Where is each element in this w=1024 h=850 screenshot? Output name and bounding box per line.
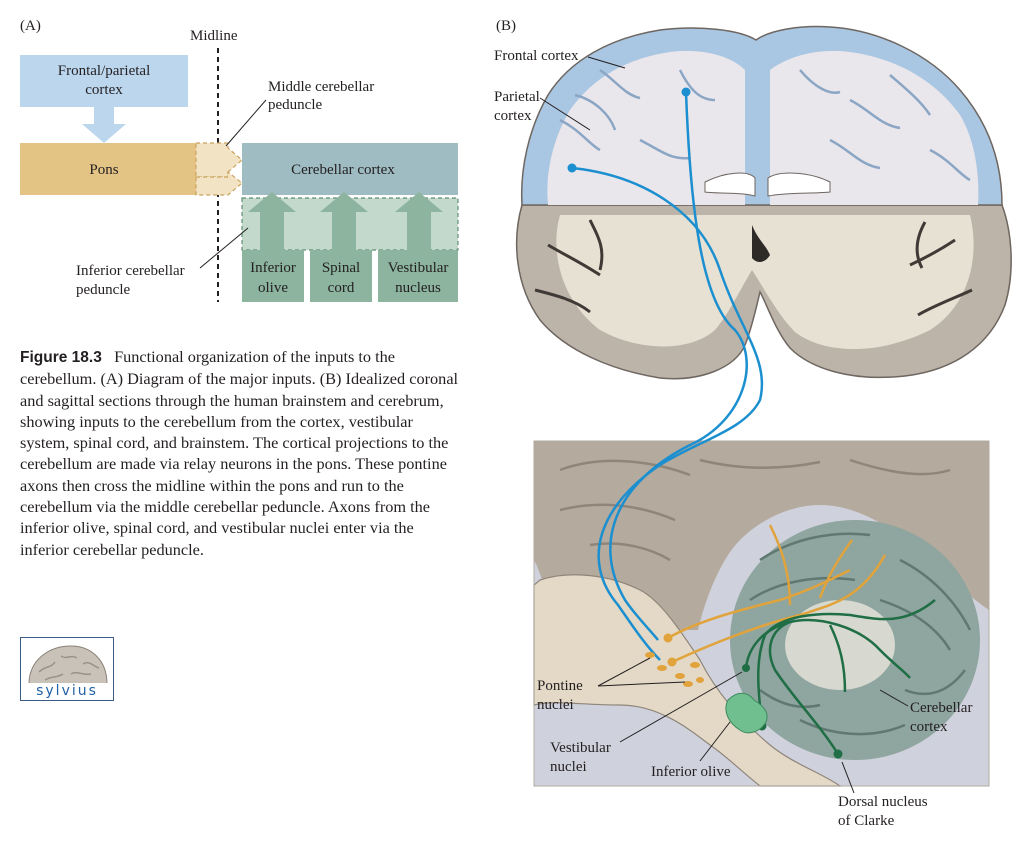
middle-peduncle-label-line2: peduncle bbox=[268, 97, 322, 113]
pontine-nuclei-leader-2 bbox=[597, 681, 686, 687]
cerebellar-cortex-b-label-line2: cortex bbox=[910, 719, 948, 735]
olive-tract bbox=[757, 599, 936, 727]
parietal-cortex-leader bbox=[539, 97, 591, 131]
pontine-tract-origin-2 bbox=[667, 657, 677, 667]
pontine-tract-4 bbox=[818, 539, 854, 599]
frontal-parietal-label-line2: cortex bbox=[85, 82, 123, 98]
cerebellar-cortex-box bbox=[242, 143, 458, 195]
inferior-olive-label-line2: olive bbox=[258, 280, 288, 296]
cerebrum-sagittal bbox=[534, 441, 989, 630]
frontal-tract bbox=[609, 91, 748, 641]
coronal-sulci bbox=[559, 68, 971, 182]
middle-peduncle-leader bbox=[225, 99, 267, 147]
parietal-cortex-label: Parietal bbox=[494, 89, 540, 105]
olive-arrow bbox=[248, 192, 296, 250]
midline-label: Midline bbox=[190, 28, 238, 44]
panel-a-label: (A) bbox=[20, 18, 41, 34]
dorsal-nucleus-label-line2: of Clarke bbox=[838, 813, 895, 829]
brainstem bbox=[533, 574, 842, 787]
brain-icon bbox=[21, 638, 113, 684]
clarke-tract-origin bbox=[833, 749, 843, 759]
parietal-tract-origin bbox=[567, 163, 577, 173]
parietal-tract bbox=[571, 166, 764, 661]
inferior-peduncle-label: Inferior cerebellar bbox=[76, 263, 185, 279]
spinal-cord-label: Spinal bbox=[322, 260, 360, 276]
spinal-cord-label-line2: cord bbox=[328, 280, 355, 296]
figure-caption: Figure 18.3 Functional organization of t… bbox=[20, 346, 460, 560]
figure-number: Figure 18.3 bbox=[20, 349, 102, 366]
cerebrum-sagittal-folds bbox=[559, 458, 951, 562]
coronal-section bbox=[515, 25, 1012, 380]
vestibular-nucleus-label: Vestibular bbox=[388, 260, 449, 276]
lateral-ventricle bbox=[704, 172, 831, 197]
coronal-white-matter bbox=[556, 215, 974, 350]
sylvius-logo[interactable]: sylvius bbox=[20, 637, 114, 701]
vestibular-nuclei-label: Vestibular bbox=[550, 740, 611, 756]
pontine-nuclei-label: Pontine bbox=[537, 678, 583, 694]
parietal-cortex-label-line2: cortex bbox=[494, 108, 532, 124]
pontine-tract-2 bbox=[671, 554, 887, 664]
frontal-cortex-label: Frontal cortex bbox=[494, 48, 579, 64]
caption-text: Functional organization of the inputs to… bbox=[20, 347, 459, 559]
middle-peduncle-arrow-2 bbox=[195, 170, 243, 196]
vestibular-nucleus-label-line2: nucleus bbox=[395, 280, 441, 296]
panel-b-label: (B) bbox=[496, 18, 516, 34]
inferior-olive-label: Inferior bbox=[250, 260, 296, 276]
vestibular-nuclei-leader bbox=[619, 671, 743, 743]
cerebellar-cortex-label: Cerebellar cortex bbox=[291, 162, 395, 178]
pons-label: Pons bbox=[89, 162, 118, 178]
inferior-peduncle-leader bbox=[199, 227, 249, 269]
gray-sulci bbox=[534, 219, 973, 317]
vestibular-tract-origin bbox=[742, 664, 750, 672]
pontine-tract-origin-1 bbox=[663, 633, 673, 643]
middle-peduncle-label: Middle cerebellar bbox=[268, 79, 374, 95]
spinal-arrow bbox=[320, 192, 368, 250]
vestibular-arrow bbox=[395, 192, 443, 250]
cortical-tracts bbox=[571, 91, 764, 661]
third-ventricle bbox=[752, 225, 770, 262]
middle-peduncle-arrow bbox=[195, 142, 243, 178]
cerebellar-folia bbox=[749, 532, 972, 736]
inferior-peduncle-tracts bbox=[744, 599, 936, 755]
pons-box bbox=[20, 143, 190, 195]
vestibular-nuclei-label-line2: nuclei bbox=[550, 759, 587, 775]
frontal-cortex-leader bbox=[587, 56, 626, 69]
inferior-olive-shape bbox=[725, 692, 768, 734]
frontal-tract-origin bbox=[681, 87, 691, 97]
spinal-cord-box bbox=[310, 250, 372, 302]
inferior-olive-b-leader bbox=[699, 721, 731, 762]
panel-b-illustration: (B) bbox=[494, 18, 1012, 829]
pontine-nuclei-dots bbox=[645, 652, 704, 687]
frontal-parietal-box bbox=[20, 55, 188, 107]
cerebellar-cortex-b-label: Cerebellar bbox=[910, 700, 972, 716]
cortex-to-pons-arrow bbox=[82, 107, 126, 143]
vestibular-nucleus-box bbox=[378, 250, 458, 302]
pontine-nuclei-label-line2: nuclei bbox=[537, 697, 574, 713]
pontine-nuclei-leader bbox=[597, 657, 651, 687]
sagittal-frame bbox=[533, 440, 990, 787]
cerebellar-cortex-b-leader bbox=[879, 689, 909, 707]
inferior-olive-box bbox=[242, 250, 304, 302]
logo-text: sylvius bbox=[21, 683, 113, 700]
panel-a-diagram: (A) Midline Frontal/parietal cortex Pons… bbox=[20, 18, 459, 302]
dorsal-nucleus-label: Dorsal nucleus bbox=[838, 794, 928, 810]
pontine-tracts bbox=[667, 524, 887, 664]
inferior-olive-b-label: Inferior olive bbox=[651, 764, 731, 780]
pontine-tract-1 bbox=[667, 568, 851, 640]
dorsal-nucleus-leader bbox=[841, 761, 855, 794]
inferior-peduncle-label-line2: peduncle bbox=[76, 282, 130, 298]
pontine-tract-3 bbox=[768, 524, 792, 606]
vestibular-tract bbox=[744, 620, 847, 693]
frontal-parietal-label: Frontal/parietal bbox=[58, 63, 150, 79]
cerebellum-medulla bbox=[785, 600, 895, 690]
